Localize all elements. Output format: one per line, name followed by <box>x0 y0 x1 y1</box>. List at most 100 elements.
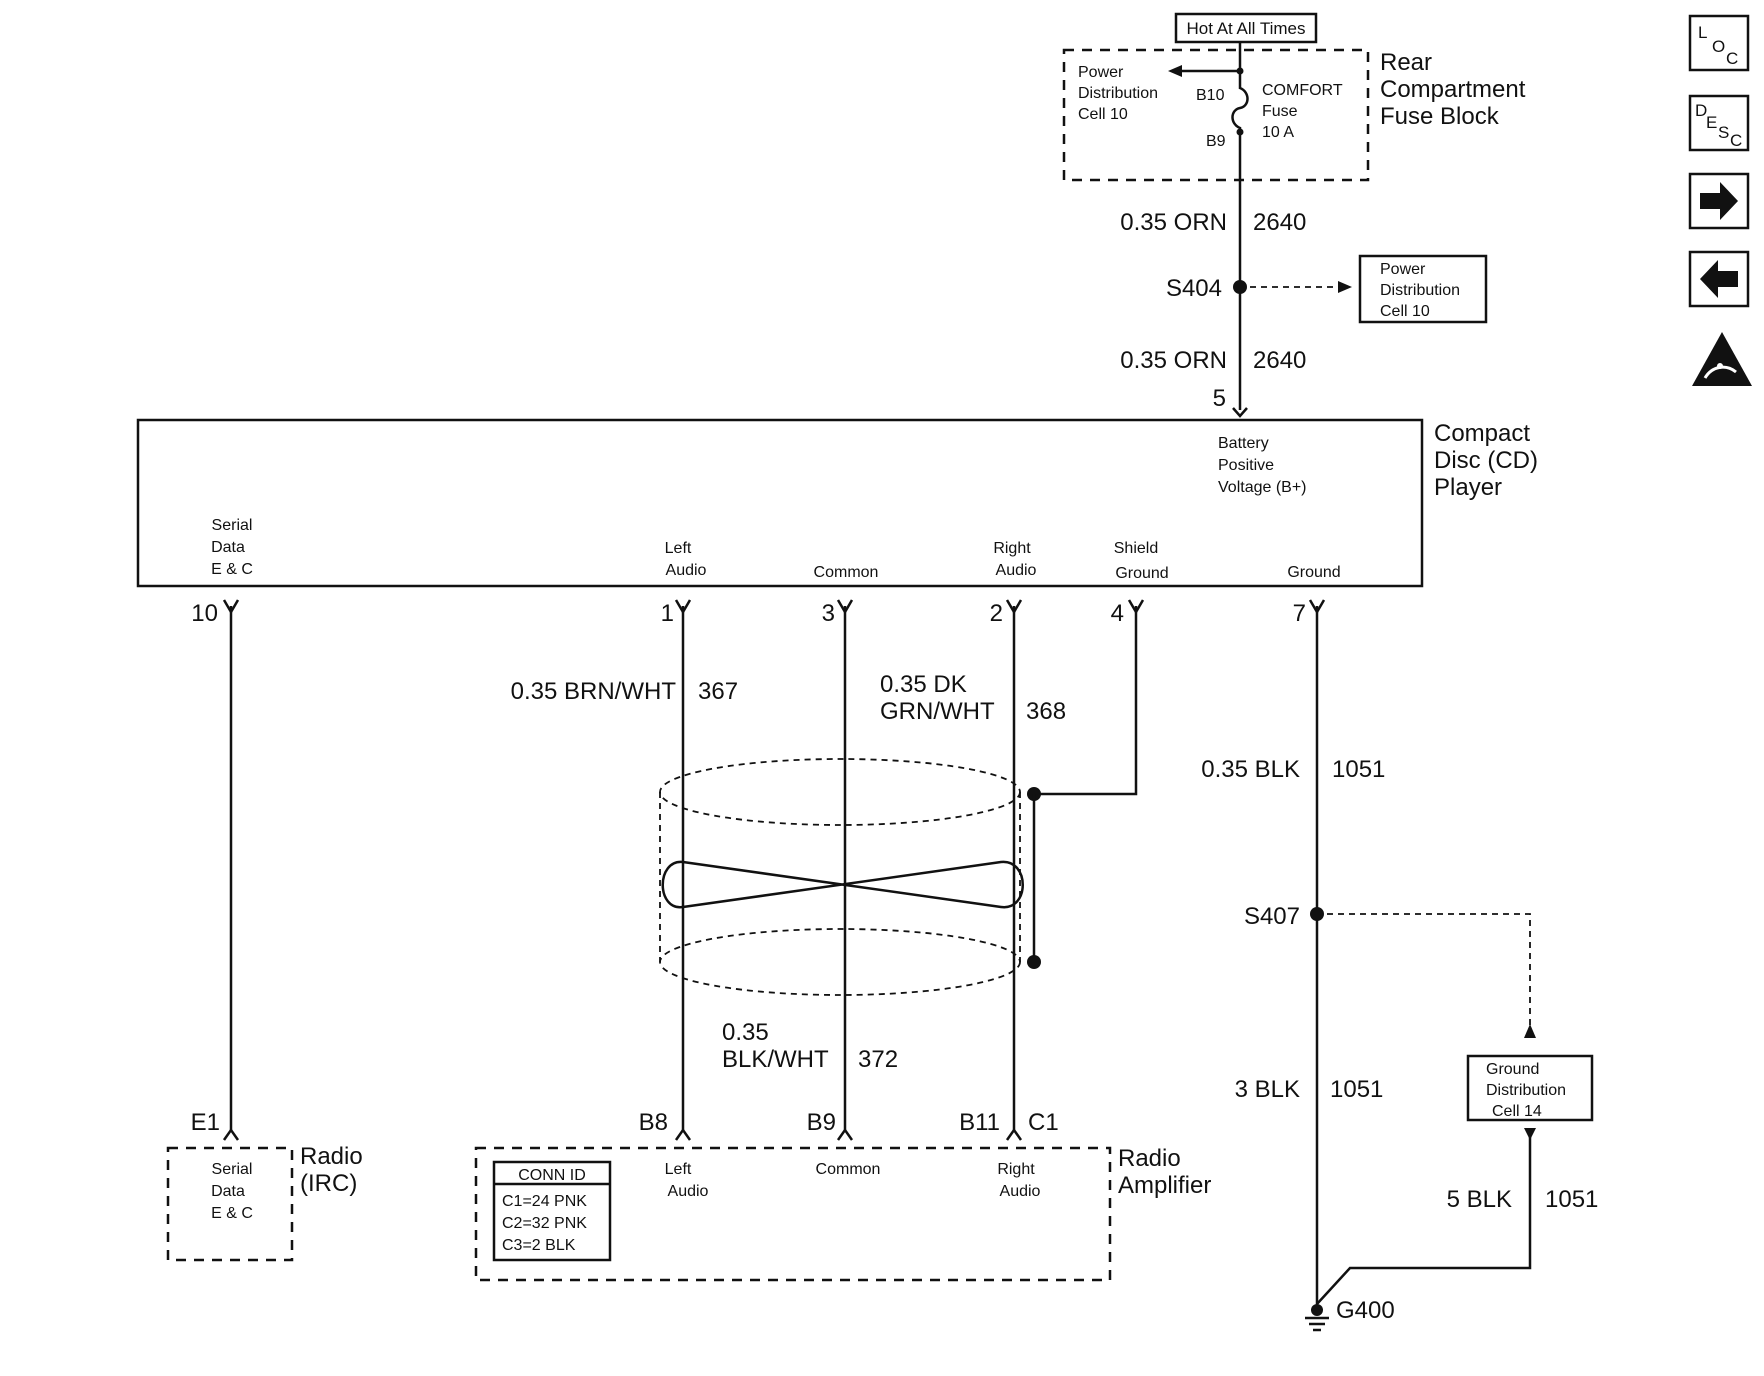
cd-player: Compact Disc (CD) Player Battery Positiv… <box>136 418 1538 588</box>
ground-dist-ref-3: Cell 14 <box>1492 1103 1542 1120</box>
wire-368-gauge-1: 0.35 DK <box>880 671 967 698</box>
ground-dist-ref-2: Distribution <box>1486 1082 1566 1099</box>
power-dist-ref-1: Power <box>1380 261 1426 278</box>
cd-player-name-3: Player <box>1434 474 1502 501</box>
ground-dist-ref-box <box>1466 1054 1594 1122</box>
cd-pin1-label-1: Left <box>665 540 692 557</box>
cd-pin1-label-2: Audio <box>666 562 707 579</box>
cd-player-name-2: Disc (CD) <box>1434 447 1538 474</box>
radio-name-2: (IRC) <box>300 1170 357 1197</box>
ground-wire-2-circuit: 1051 <box>1330 1076 1383 1103</box>
conn-id-row-3: C3=2 BLK <box>502 1237 576 1254</box>
power-dist-ref-box <box>1358 254 1488 324</box>
cd-player-box <box>136 418 1424 588</box>
desc-button[interactable]: D E S C <box>1688 94 1750 152</box>
cd-pin1-number: 1 <box>661 600 674 627</box>
g400-label: G400 <box>1336 1297 1395 1324</box>
amp-pin-b11-connector <box>1005 1127 1023 1141</box>
loc-button[interactable]: L O C <box>1688 14 1750 72</box>
radio-label-1: Serial <box>212 1161 253 1178</box>
shield-ground-wire <box>1034 606 1138 796</box>
fuse-power-dist-arrowhead <box>1168 65 1182 77</box>
cd-pin2-label-2: Audio <box>996 562 1037 579</box>
next-page-button[interactable] <box>1688 172 1750 230</box>
ground-wire-1-circuit: 1051 <box>1332 756 1385 783</box>
radio-pin-e1-connector <box>222 1127 240 1141</box>
cd-pin10-label-3: E & C <box>211 561 253 578</box>
ground-dist-ref-1: Ground <box>1486 1061 1539 1078</box>
amp-left-audio-2: Audio <box>668 1183 709 1200</box>
ground-symbol-icon <box>1305 1316 1329 1332</box>
radio-name-1: Radio <box>300 1143 363 1170</box>
wire-2640-circuit-1: 2640 <box>1253 209 1306 236</box>
cd-pin4-label-1: Shield <box>1114 540 1158 557</box>
cd-player-name-1: Compact <box>1434 420 1530 447</box>
fuse-power-dist-2: Distribution <box>1078 85 1158 102</box>
cd-pin-5-connector <box>1232 407 1248 418</box>
fuse-block-name-3: Fuse Block <box>1380 103 1500 130</box>
hot-at-all-times-label: Hot At All Times <box>1186 19 1305 38</box>
wire-372-circuit: 372 <box>858 1046 898 1073</box>
radio-amplifier-outline <box>474 1146 1112 1282</box>
cd-pins: 10 1 3 2 4 7 <box>191 599 1326 627</box>
cd-pin-5-number: 5 <box>1213 385 1226 412</box>
conn-id-row-2: C2=32 PNK <box>502 1215 587 1232</box>
fuse-power-dist-1: Power <box>1078 64 1124 81</box>
s404-ref-arrowhead <box>1338 281 1352 293</box>
splice-s407-dot <box>1310 907 1324 921</box>
audio-wires: 0.35 BRN/WHT 367 0.35 DK GRN/WHT 368 0.3… <box>511 606 1138 1132</box>
hot-at-all-times-box <box>1174 12 1318 44</box>
amp-common: Common <box>816 1161 881 1178</box>
splice-s407-label: S407 <box>1244 903 1300 930</box>
amp-pin-b11: B11 <box>959 1109 1000 1136</box>
cd-batt-label-2: Positive <box>1218 457 1274 474</box>
desc-letter-e: E <box>1706 113 1717 132</box>
amp-name-1: Radio <box>1118 1145 1181 1172</box>
desc-letter-d: D <box>1695 101 1707 120</box>
ground-wires: 0.35 BLK 1051 S407 Ground Distribution C… <box>1201 606 1598 1332</box>
cd-pin4-label-2: Ground <box>1115 565 1168 582</box>
wire-2640-circuit-2: 2640 <box>1253 347 1306 374</box>
radio-label-3: E & C <box>211 1205 253 1222</box>
ground-wire-3-gauge: 5 BLK <box>1447 1186 1512 1213</box>
desc-letter-c: C <box>1730 131 1742 150</box>
nav-panel: L O C D E S C <box>1688 14 1752 386</box>
cd-pin2-label-1: Right <box>993 540 1031 557</box>
wire-367-gauge: 0.35 BRN/WHT <box>511 678 677 705</box>
wire-367-circuit: 367 <box>698 678 738 705</box>
cd-pin4-number: 4 <box>1111 600 1124 627</box>
previous-page-button[interactable] <box>1688 250 1750 308</box>
wire-368-gauge-2: GRN/WHT <box>880 698 995 725</box>
fuse-block: Hot At All Times Rear Compartment Fuse B… <box>1062 12 1526 182</box>
cd-pin2-number: 2 <box>990 600 1003 627</box>
shield-bottom-ellipse <box>659 928 1021 996</box>
amp-pin-b8-connector <box>674 1127 692 1141</box>
cd-pin7-label: Ground <box>1287 564 1340 581</box>
conn-id-row-1: C1=24 PNK <box>502 1193 587 1210</box>
ground-wire-1-gauge: 0.35 BLK <box>1201 756 1300 783</box>
splice-s404-dot <box>1233 280 1247 294</box>
ground-wire-3-circuit: 1051 <box>1545 1186 1598 1213</box>
radio-label-2: Data <box>211 1183 245 1200</box>
esd-warning-icon <box>1692 332 1752 386</box>
amp-left-audio-1: Left <box>665 1161 692 1178</box>
loc-letter-c: C <box>1726 49 1738 68</box>
radio-pin-e1: E1 <box>191 1109 220 1136</box>
s407-ref-arrowhead <box>1524 1024 1536 1038</box>
twist-symbol <box>661 860 1024 909</box>
cd-batt-label-1: Battery <box>1218 435 1269 452</box>
cd-pin7-number: 7 <box>1293 600 1306 627</box>
amp-pin-c1: C1 <box>1028 1109 1059 1136</box>
cd-batt-label-3: Voltage (B+) <box>1218 479 1307 496</box>
cd-pin10-number: 10 <box>191 600 218 627</box>
amp-pin-b9: B9 <box>807 1109 836 1136</box>
desc-letter-s: S <box>1718 123 1729 142</box>
splice-s404-label: S404 <box>1166 275 1222 302</box>
ground-dist-to-g400-wire <box>1316 1134 1532 1305</box>
fuse-name-3: 10 A <box>1262 124 1294 141</box>
power-dist-ref-2: Distribution <box>1380 282 1460 299</box>
s407-ref-dashline <box>1327 913 1531 1030</box>
g400-dot <box>1311 1304 1323 1316</box>
cd-pin10-label-2: Data <box>211 539 245 556</box>
wire-2640-gauge-1: 0.35 ORN <box>1120 209 1227 236</box>
